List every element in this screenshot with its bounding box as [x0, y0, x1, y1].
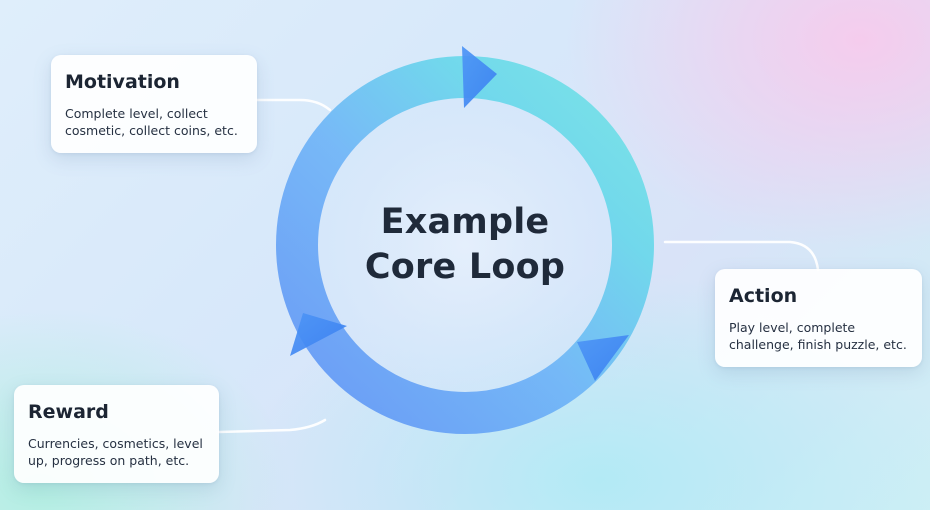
motivation-card-title: Motivation — [65, 71, 180, 93]
arrow-top-icon — [462, 46, 497, 108]
reward-card-text: Currencies, cosmetics, level up, progres… — [28, 435, 205, 469]
action-card-title: Action — [729, 285, 798, 307]
diagram-title-line1: Example — [380, 202, 550, 242]
action-card-text: Play level, complete challenge, finish p… — [729, 319, 908, 353]
connector-reward — [217, 418, 327, 434]
reward-card-line1: Currencies, cosmetics, level — [28, 436, 203, 451]
action-card-line2: challenge, finish puzzle, etc. — [729, 337, 907, 352]
connector-motivation — [255, 98, 332, 112]
diagram-title: Example Core Loop — [340, 200, 590, 290]
connector-action — [663, 240, 820, 272]
motivation-card-line1: Complete level, collect — [65, 106, 208, 121]
reward-card-line2: up, progress on path, etc. — [28, 453, 190, 468]
action-card: Action Play level, complete challenge, f… — [715, 269, 922, 367]
reward-card-title: Reward — [28, 401, 109, 423]
reward-card: Reward Currencies, cosmetics, level up, … — [14, 385, 219, 483]
diagram-title-line2: Core Loop — [364, 247, 566, 287]
loop-inner-disc — [315, 95, 615, 395]
arrow-right-icon — [577, 335, 629, 381]
arrow-left-icon — [290, 313, 347, 356]
action-card-line1: Play level, complete — [729, 320, 856, 335]
motivation-card-line2: cosmetic, collect coins, etc. — [65, 123, 238, 138]
motivation-card: Motivation Complete level, collect cosme… — [51, 55, 257, 153]
motivation-card-text: Complete level, collect cosmetic, collec… — [65, 105, 243, 139]
